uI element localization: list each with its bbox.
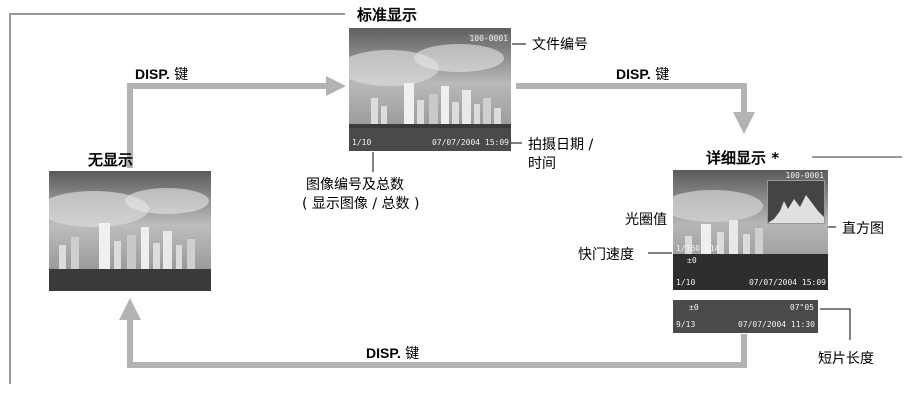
shoot-date-label-1: 拍摄日期 /	[528, 137, 594, 153]
disp-label-top-right: DISP. 键	[616, 66, 670, 83]
standard-display-screen: 100-0001 1/10 07/07/2004 15:09	[349, 28, 511, 151]
city-skyline-image	[49, 171, 211, 291]
standard-file-number: 100-0001	[468, 34, 509, 43]
shutter-label: 快门速度	[578, 247, 634, 263]
no-display-title: 无显示	[88, 151, 134, 169]
movie-datetime: 07/07/2004 11:30	[737, 320, 815, 329]
outer-loop-line	[9, 13, 345, 384]
movie-image-count: 9/13	[676, 320, 696, 329]
detailed-display-title: 详细显示 *	[706, 149, 780, 167]
movie-row1-right: 07"05	[789, 303, 814, 312]
standard-display-title: 标准显示	[357, 6, 418, 24]
detailed-image-count: 1/10	[676, 278, 696, 287]
image-count-label-1: 图像编号及总数	[306, 177, 404, 193]
standard-datetime: 07/07/2004 15:09	[431, 138, 509, 147]
standard-image-count: 1/10	[352, 138, 372, 147]
movie-info-strip: ±0 07"05 9/13 07/07/2004 11:30	[673, 300, 818, 333]
detailed-file-number: 100-0001	[785, 171, 824, 180]
no-display-screen	[49, 171, 211, 291]
histogram-label: 直方图	[842, 221, 884, 237]
shoot-date-label-2: 时间	[528, 156, 556, 172]
aperture-label: 光圈值	[625, 212, 667, 228]
arrow-standard-to-detailed	[516, 83, 747, 114]
detailed-shutter-aperture: 1/160 F14	[676, 244, 720, 253]
detailed-datetime: 07/07/2004 15:09	[748, 278, 826, 287]
arrow-none-to-standard	[127, 83, 328, 168]
detailed-display-screen: 100-0001 1/160 F14 ±0 1/10 07/07/2004 15…	[673, 170, 828, 290]
disp-label-top-left: DISP. 键	[135, 66, 189, 83]
movie-row1-left: ±0	[689, 303, 699, 312]
histogram-box	[767, 180, 825, 224]
movie-length-label: 短片长度	[818, 351, 874, 367]
arrow-detailed-to-none	[127, 318, 747, 368]
histogram-graph	[768, 195, 824, 223]
detailed-exposure: ±0	[687, 256, 697, 265]
image-count-label-2: ( 显示图像 / 总数 )	[302, 196, 420, 212]
city-skyline-image	[349, 28, 511, 151]
disp-label-bottom: DISP. 键	[366, 345, 420, 362]
file-number-label: 文件编号	[532, 37, 588, 53]
